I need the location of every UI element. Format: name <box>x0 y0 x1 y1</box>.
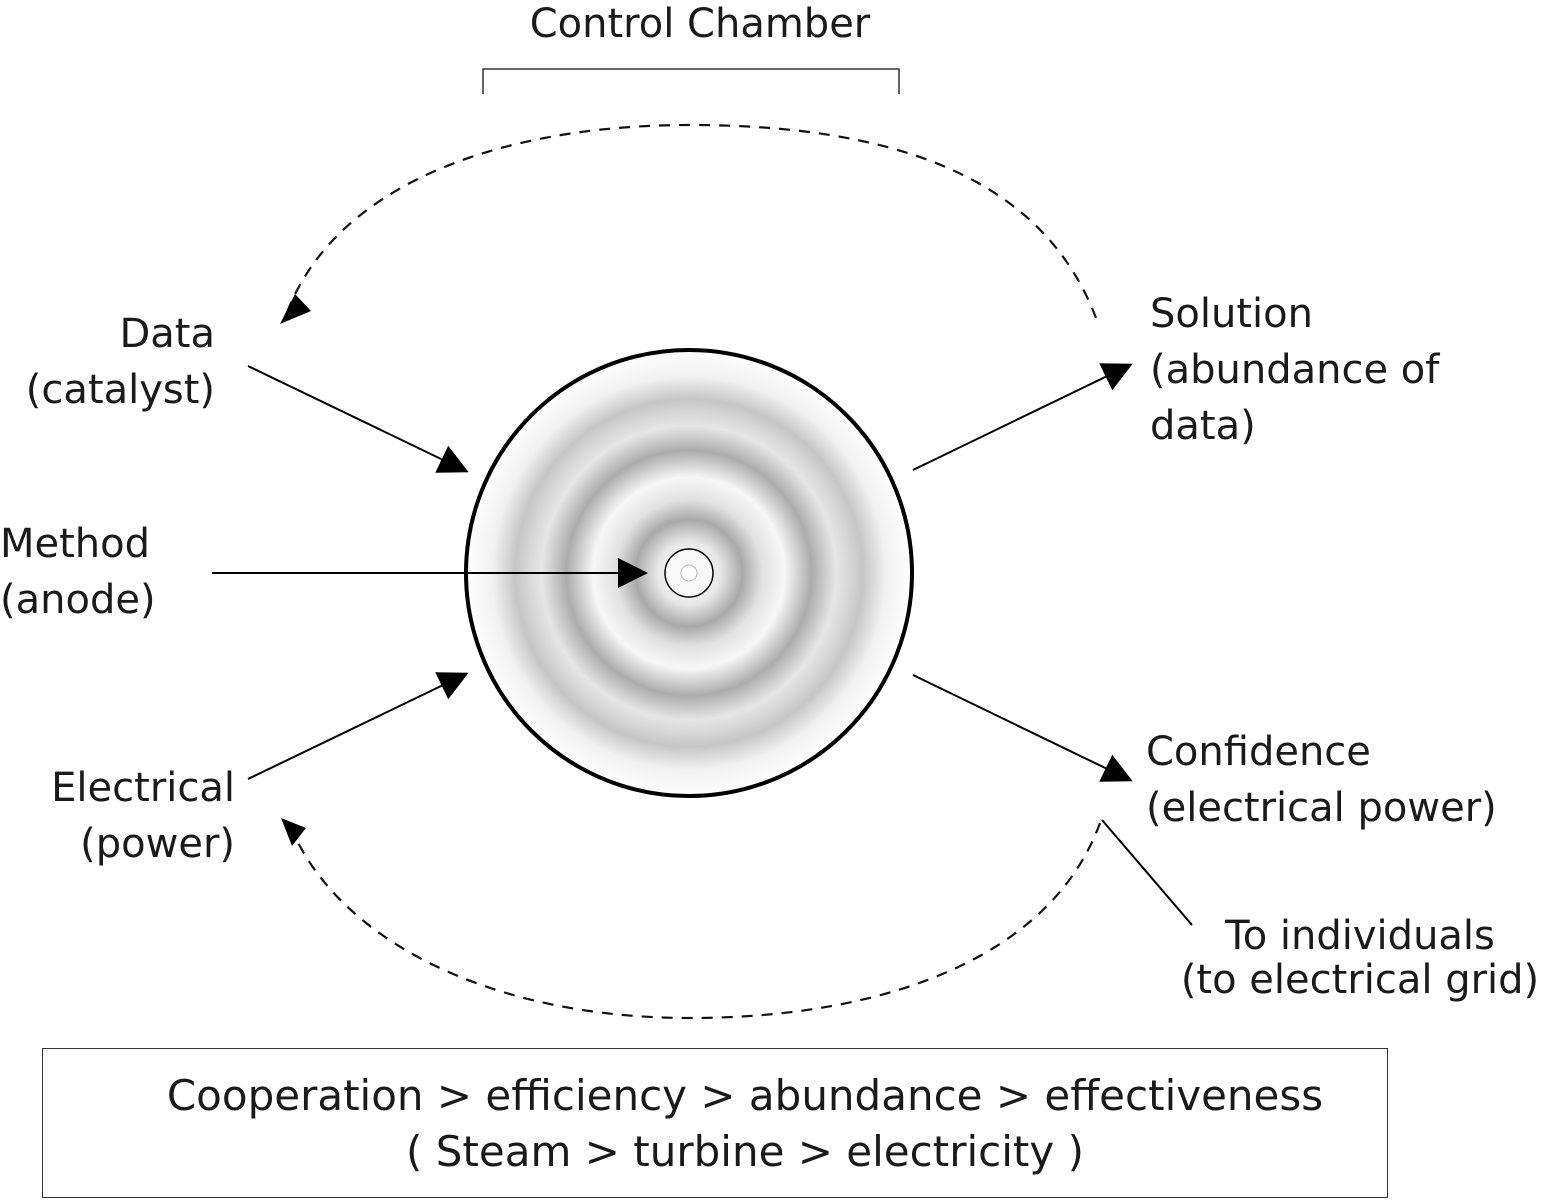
anode-core-inner <box>680 564 698 582</box>
bottom-feedback-arc <box>290 822 1102 1020</box>
summary-box <box>42 1048 1388 1198</box>
method-label-line2: (anode) <box>0 577 156 623</box>
data-label-line1: Data <box>119 311 215 357</box>
top-feedback-arrowhead <box>280 294 311 324</box>
individuals-output-label: To individuals (to electrical grid) <box>1170 914 1550 1002</box>
data-arrow <box>247 365 469 473</box>
confidence-arrow <box>912 674 1133 782</box>
method-label-line1: Method <box>0 521 151 567</box>
summary-line-2: ( Steam > turbine > electricity ) <box>406 1127 1084 1176</box>
diagram-title: Control Chamber <box>529 1 871 47</box>
solution-label-line2: (abundance of <box>1150 347 1440 393</box>
confidence-label-line1: Confidence <box>1146 729 1371 775</box>
confidence-label-line2: (electrical power) <box>1146 785 1497 831</box>
individuals-leader <box>1101 819 1193 926</box>
method-input-label: Method (anode) <box>0 516 175 628</box>
data-input-label: Data (catalyst) <box>10 306 215 418</box>
electrical-label-line2: (power) <box>80 821 235 867</box>
individuals-label-line2: (to electrical grid) <box>1180 957 1540 1003</box>
solution-arrow <box>912 363 1133 471</box>
electrical-input-label: Electrical (power) <box>10 760 235 872</box>
solution-label-line3: data) <box>1150 403 1256 449</box>
bottom-feedback-arrowhead <box>281 818 306 846</box>
data-label-line2: (catalyst) <box>25 367 215 413</box>
electrical-label-line1: Electrical <box>51 765 235 811</box>
confidence-output-label: Confidence (electrical power) <box>1146 724 1546 836</box>
summary-line-1: Cooperation > efficiency > abundance > e… <box>166 1071 1324 1120</box>
individuals-label-line1: To individuals <box>1225 913 1495 959</box>
top-feedback-arc <box>283 123 1098 319</box>
title-bracket <box>482 68 900 94</box>
solution-output-label: Solution (abundance of data) <box>1150 286 1530 454</box>
solution-label-line1: Solution <box>1150 291 1313 337</box>
electrical-arrow <box>247 672 469 780</box>
